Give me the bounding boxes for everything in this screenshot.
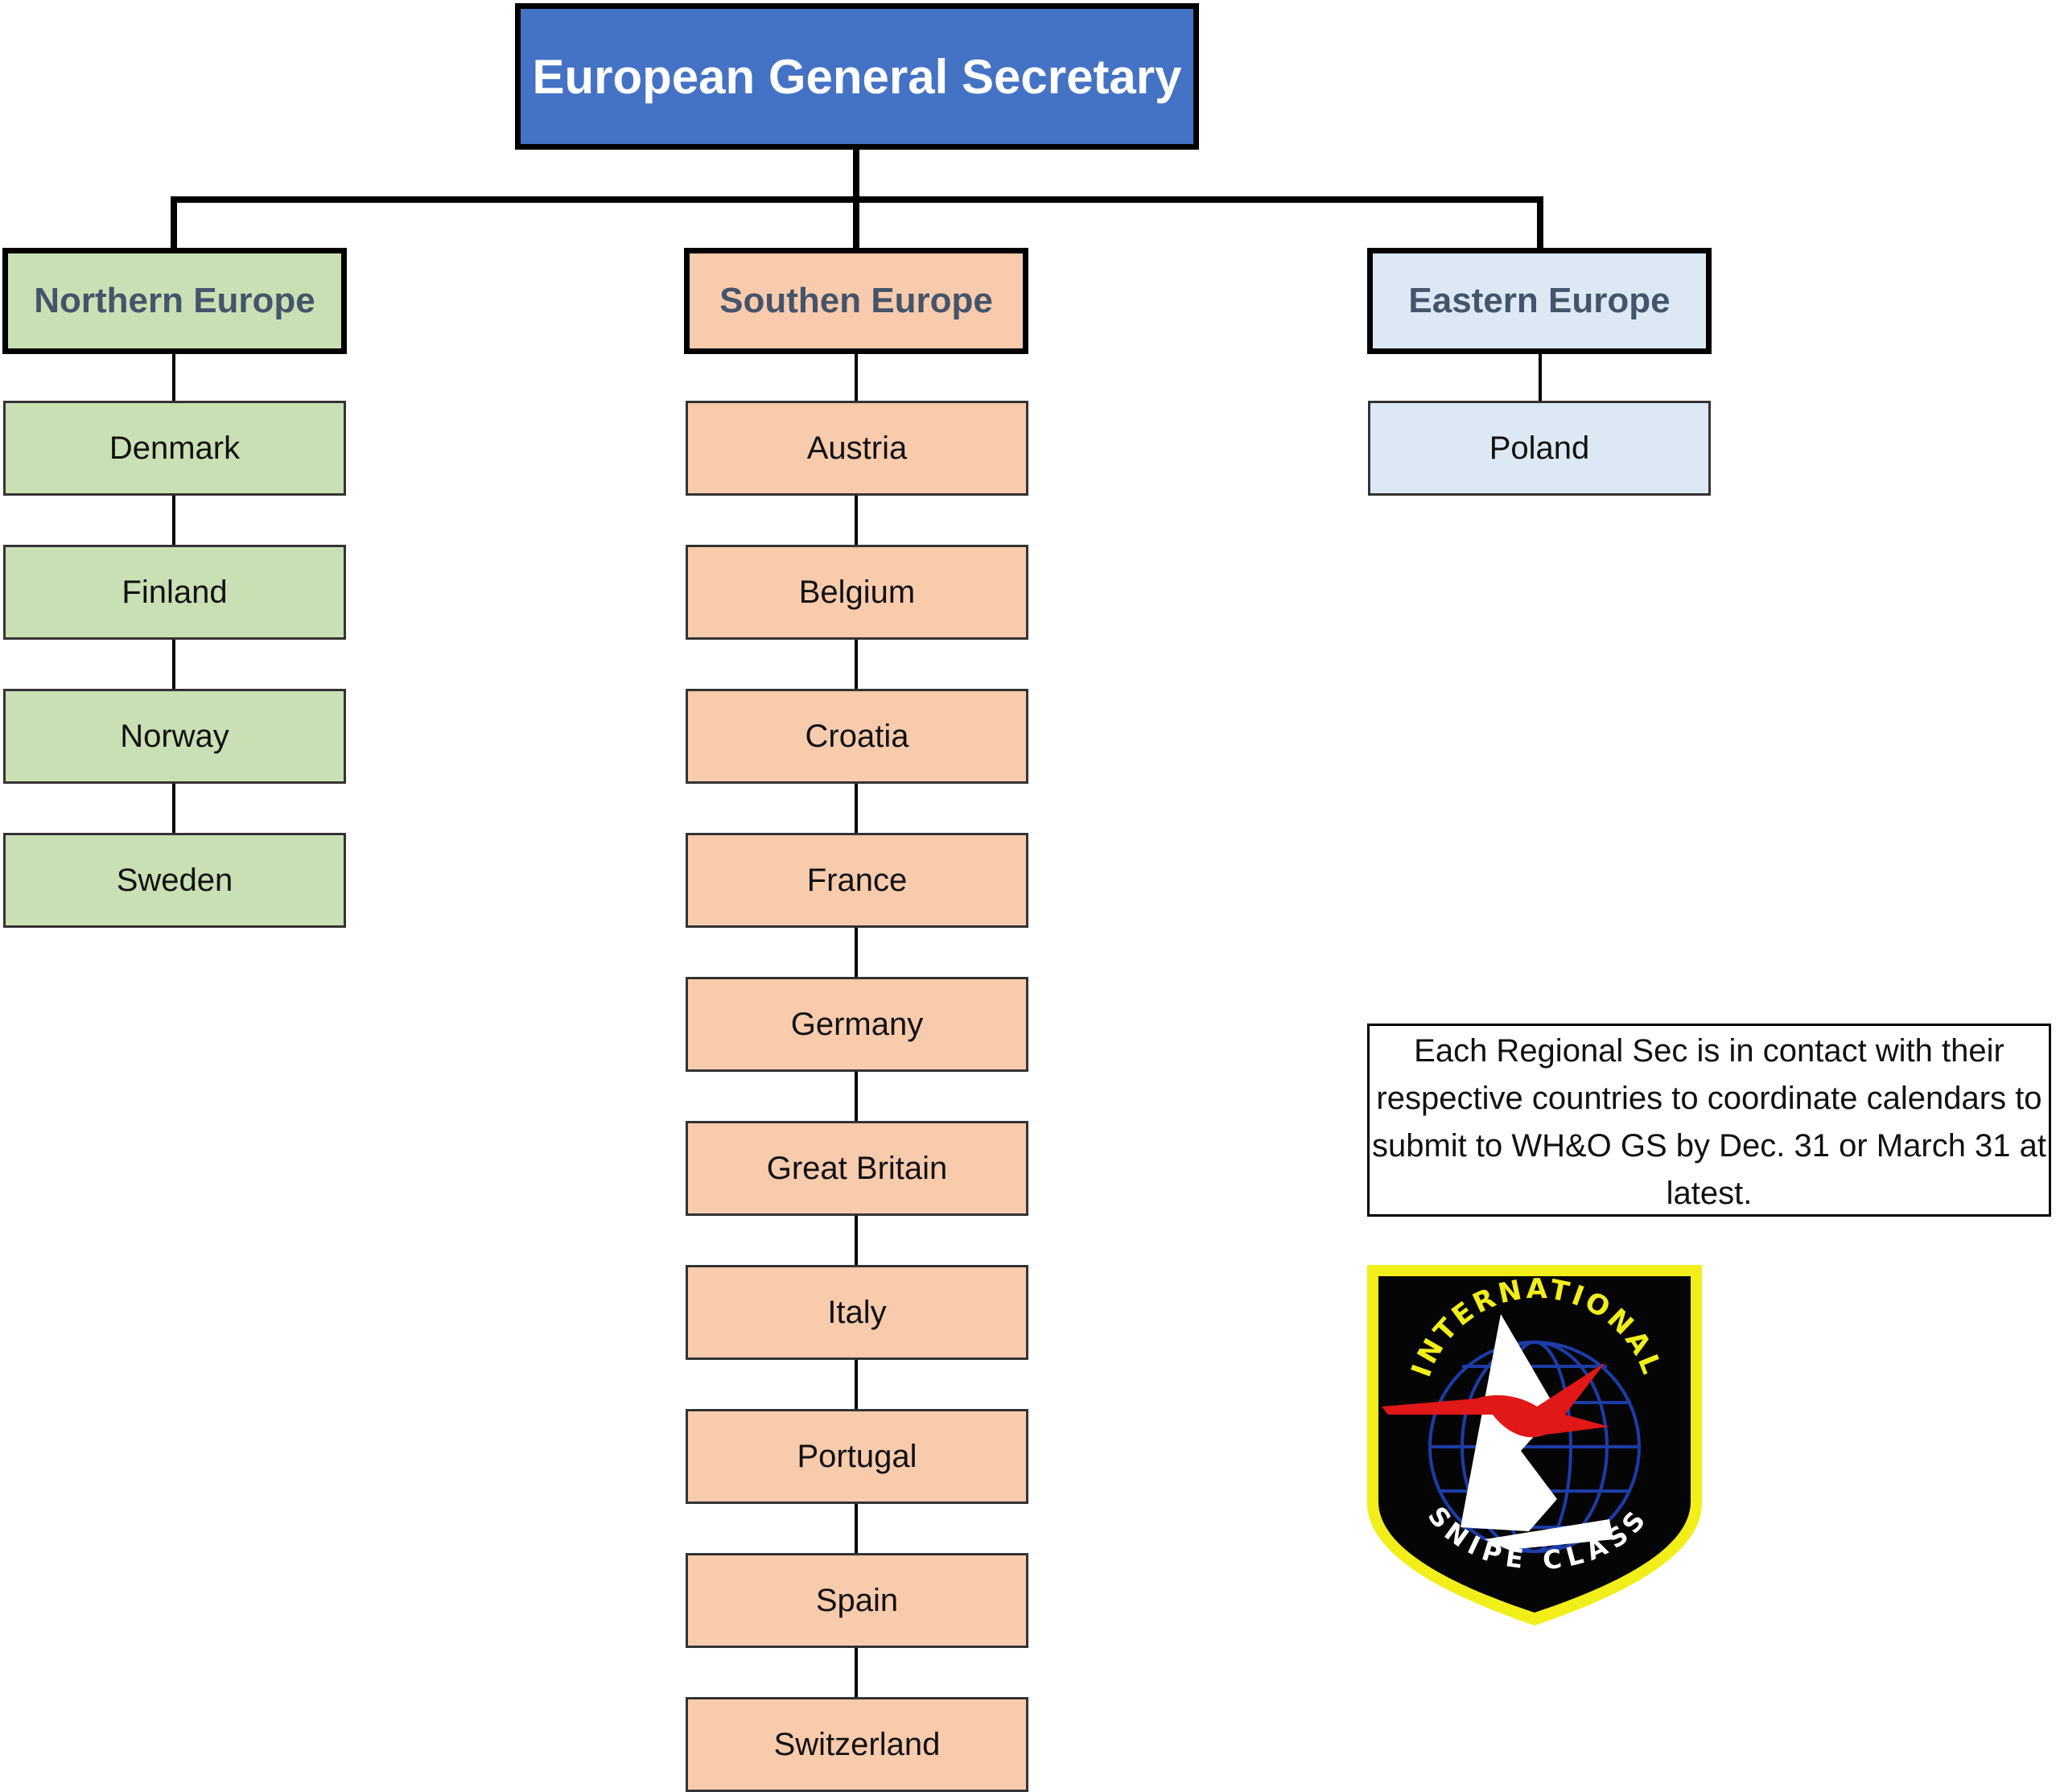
top-node-european-general-secretary: European General Secretary bbox=[515, 3, 1199, 150]
country-label: Germany bbox=[790, 1006, 924, 1042]
region-label: Eastern Europe bbox=[1408, 281, 1671, 320]
country-label: Switzerland bbox=[773, 1726, 941, 1762]
country-norway: Norway bbox=[3, 689, 346, 784]
country-france: France bbox=[686, 833, 1028, 928]
region-label: Southen Europe bbox=[719, 281, 993, 320]
country-poland: Poland bbox=[1368, 401, 1711, 496]
country-label: Austria bbox=[806, 430, 908, 466]
country-label: Finland bbox=[122, 574, 228, 610]
region-eastern-europe: Eastern Europe bbox=[1367, 248, 1712, 354]
country-austria: Austria bbox=[686, 401, 1028, 496]
region-southern-europe: Southen Europe bbox=[684, 248, 1028, 354]
region-northern-europe: Northern Europe bbox=[2, 248, 347, 354]
country-great-britain: Great Britain bbox=[686, 1121, 1028, 1216]
connector-east-drop bbox=[1537, 196, 1543, 249]
note-text-box: Each Regional Sec is in contact with the… bbox=[1367, 1024, 2051, 1217]
country-label: Croatia bbox=[805, 718, 909, 754]
country-germany: Germany bbox=[686, 977, 1028, 1072]
boat-hull-icon bbox=[1485, 1519, 1613, 1550]
country-spain: Spain bbox=[686, 1553, 1028, 1648]
country-label: Portugal bbox=[797, 1438, 917, 1474]
country-label: Poland bbox=[1489, 430, 1590, 466]
connector-east-column bbox=[1539, 354, 1542, 402]
country-label: Denmark bbox=[109, 430, 241, 466]
snipe-class-logo: INTERNATIONAL SNIPE CLASS bbox=[1367, 1265, 1702, 1626]
country-denmark: Denmark bbox=[3, 401, 346, 496]
country-belgium: Belgium bbox=[686, 545, 1028, 640]
country-label: Spain bbox=[815, 1582, 899, 1618]
note-text: Each Regional Sec is in contact with the… bbox=[1371, 1033, 2047, 1211]
country-croatia: Croatia bbox=[686, 689, 1028, 784]
connector-top-stem bbox=[853, 150, 859, 200]
country-italy: Italy bbox=[686, 1265, 1028, 1360]
country-label: France bbox=[806, 862, 908, 898]
country-sweden: Sweden bbox=[3, 833, 346, 928]
country-label: Great Britain bbox=[766, 1150, 948, 1186]
country-label: Italy bbox=[827, 1294, 887, 1330]
top-node-label: European General Secretary bbox=[532, 49, 1182, 104]
country-portugal: Portugal bbox=[686, 1409, 1028, 1504]
country-finland: Finland bbox=[3, 545, 346, 640]
country-label: Belgium bbox=[798, 574, 916, 610]
country-label: Sweden bbox=[116, 862, 233, 898]
connector-south-drop bbox=[853, 196, 859, 249]
country-switzerland: Switzerland bbox=[686, 1697, 1028, 1792]
region-label: Northern Europe bbox=[34, 281, 315, 320]
connector-north-drop bbox=[171, 196, 177, 249]
bird-icon bbox=[1382, 1362, 1609, 1438]
country-label: Norway bbox=[120, 718, 229, 754]
